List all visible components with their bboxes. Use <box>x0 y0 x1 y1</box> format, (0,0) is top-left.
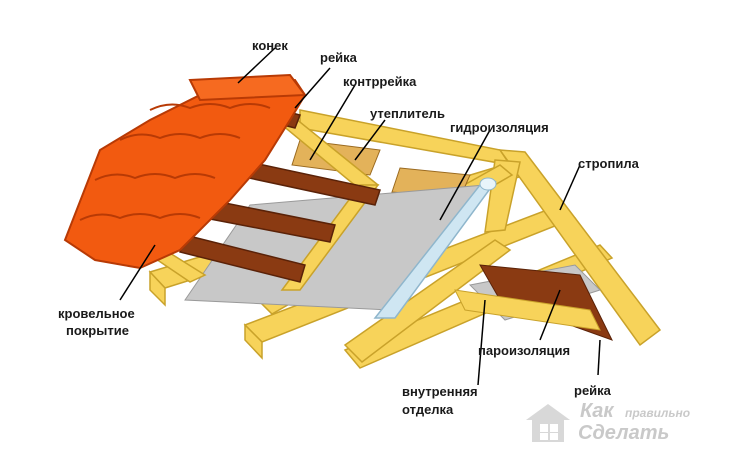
label-kontrreyka: контррейка <box>343 74 417 89</box>
label-reyka-top: рейка <box>320 50 357 65</box>
label-stropila: стропила <box>578 156 639 171</box>
watermark-line3: Сделать <box>578 422 670 444</box>
label-gidroizolyaciya: гидроизоляция <box>450 120 549 135</box>
label-vnutrennyaya-1: внутренняя <box>402 384 478 399</box>
label-krovelnoe-1: кровельное <box>58 306 135 321</box>
leader-lines <box>119 47 601 386</box>
watermark-line2: правильно <box>625 406 691 420</box>
label-krovelnoe-2: покрытие <box>66 323 129 338</box>
roof-tiles <box>63 73 307 270</box>
watermark-line1: Как <box>580 400 614 422</box>
label-uteplitel: утеплитель <box>370 106 445 121</box>
membrane-roll <box>373 177 497 319</box>
label-reyka-bottom: рейка <box>574 383 611 398</box>
inner-finish <box>454 264 613 341</box>
label-konek: конек <box>252 38 288 53</box>
battens <box>179 109 381 283</box>
label-vnutrennyaya-2: отделка <box>402 402 454 417</box>
label-paroizolyaciya: пароизоляция <box>478 343 571 358</box>
house-logo-icon <box>526 404 570 442</box>
